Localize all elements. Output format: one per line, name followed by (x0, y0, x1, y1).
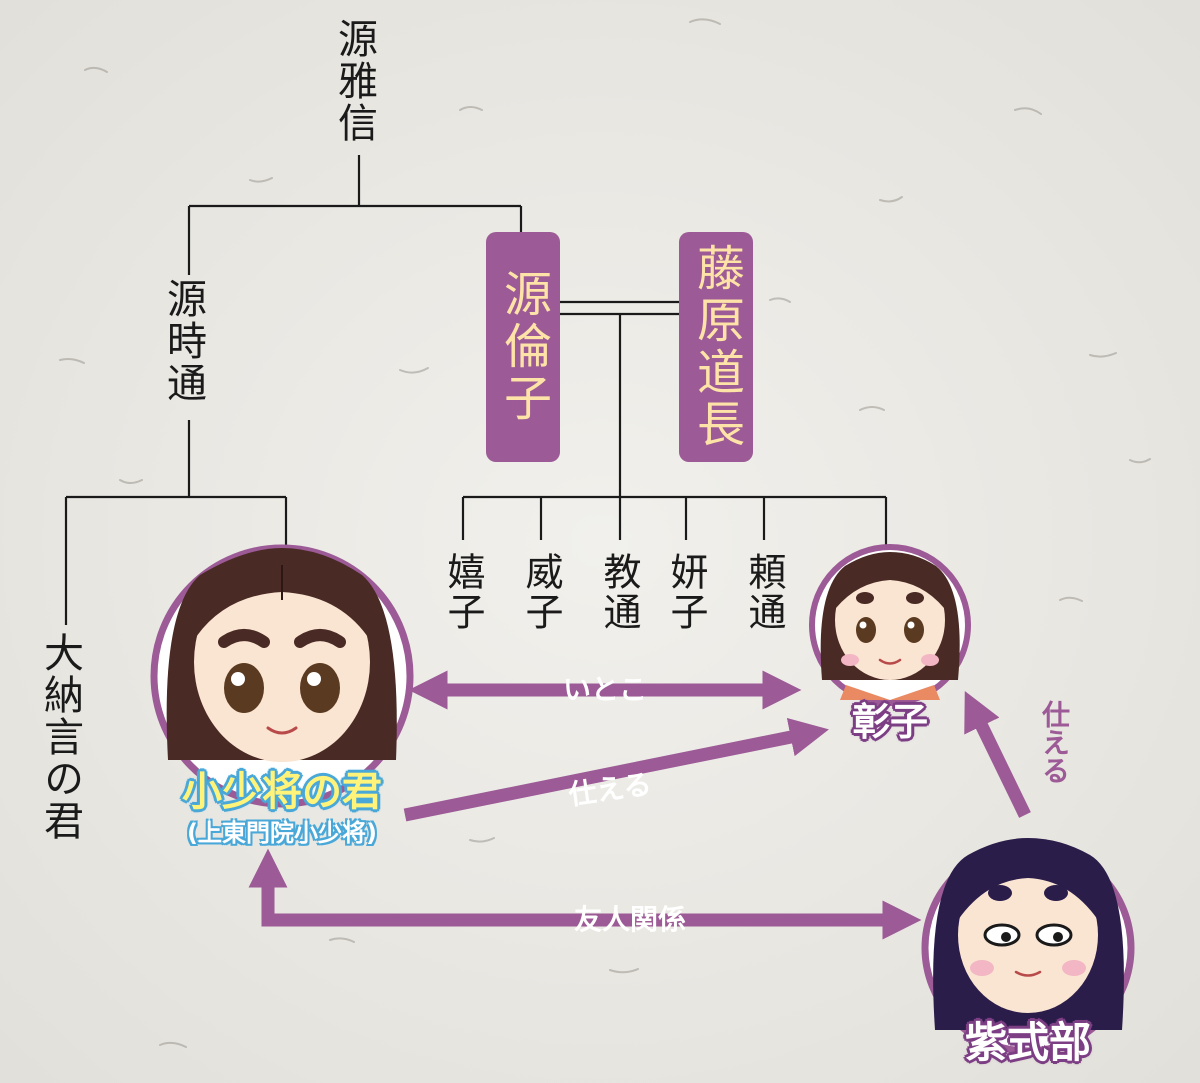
name-kishi: 嬉子 (441, 552, 485, 632)
arrow-tsukaeru-murasaki (964, 690, 1031, 818)
arrow-yujin (248, 848, 922, 940)
box-minamoto-rinshi: 源倫子 (486, 232, 560, 462)
name-minamoto-masanobu: 源雅信 (331, 18, 377, 144)
name-kenshi: 妍子 (664, 552, 708, 632)
label-itoko: いとこ (562, 673, 648, 706)
label-tsukaeru-murasaki: 仕える (1038, 700, 1071, 784)
koshosho-portrait (150, 544, 414, 808)
name-minamoto-tokimichi: 源時通 (160, 278, 206, 404)
name-ishi: 威子 (519, 552, 563, 632)
box-fujiwara-michinaga: 藤原道長 (679, 232, 753, 462)
murasaki-portrait (921, 838, 1135, 1055)
name-koshosho-no-kimi: 小少将の君 (182, 769, 382, 815)
name-minamoto-rinshi: 源倫子 (495, 269, 551, 425)
label-yujin-kankei: 友人関係 (573, 903, 687, 936)
family-tree-lines (64, 155, 888, 625)
relation-arrows (248, 670, 1031, 940)
name-fujiwara-michinaga: 藤原道長 (688, 243, 744, 451)
name-dainagon-no-kimi: 大納言の君 (37, 632, 83, 842)
name-yorimichi: 頼通 (742, 552, 786, 632)
shoshi-portrait (809, 544, 971, 706)
name-murasaki-shikibu: 紫式部 (964, 1018, 1092, 1067)
name-koshosho-subtitle: (上東門院小少将) (187, 819, 377, 847)
arrow-tsukaeru-koshosho (403, 717, 829, 822)
name-norimichi: 教通 (597, 552, 641, 632)
name-shoshi: 彰子 (851, 700, 929, 744)
